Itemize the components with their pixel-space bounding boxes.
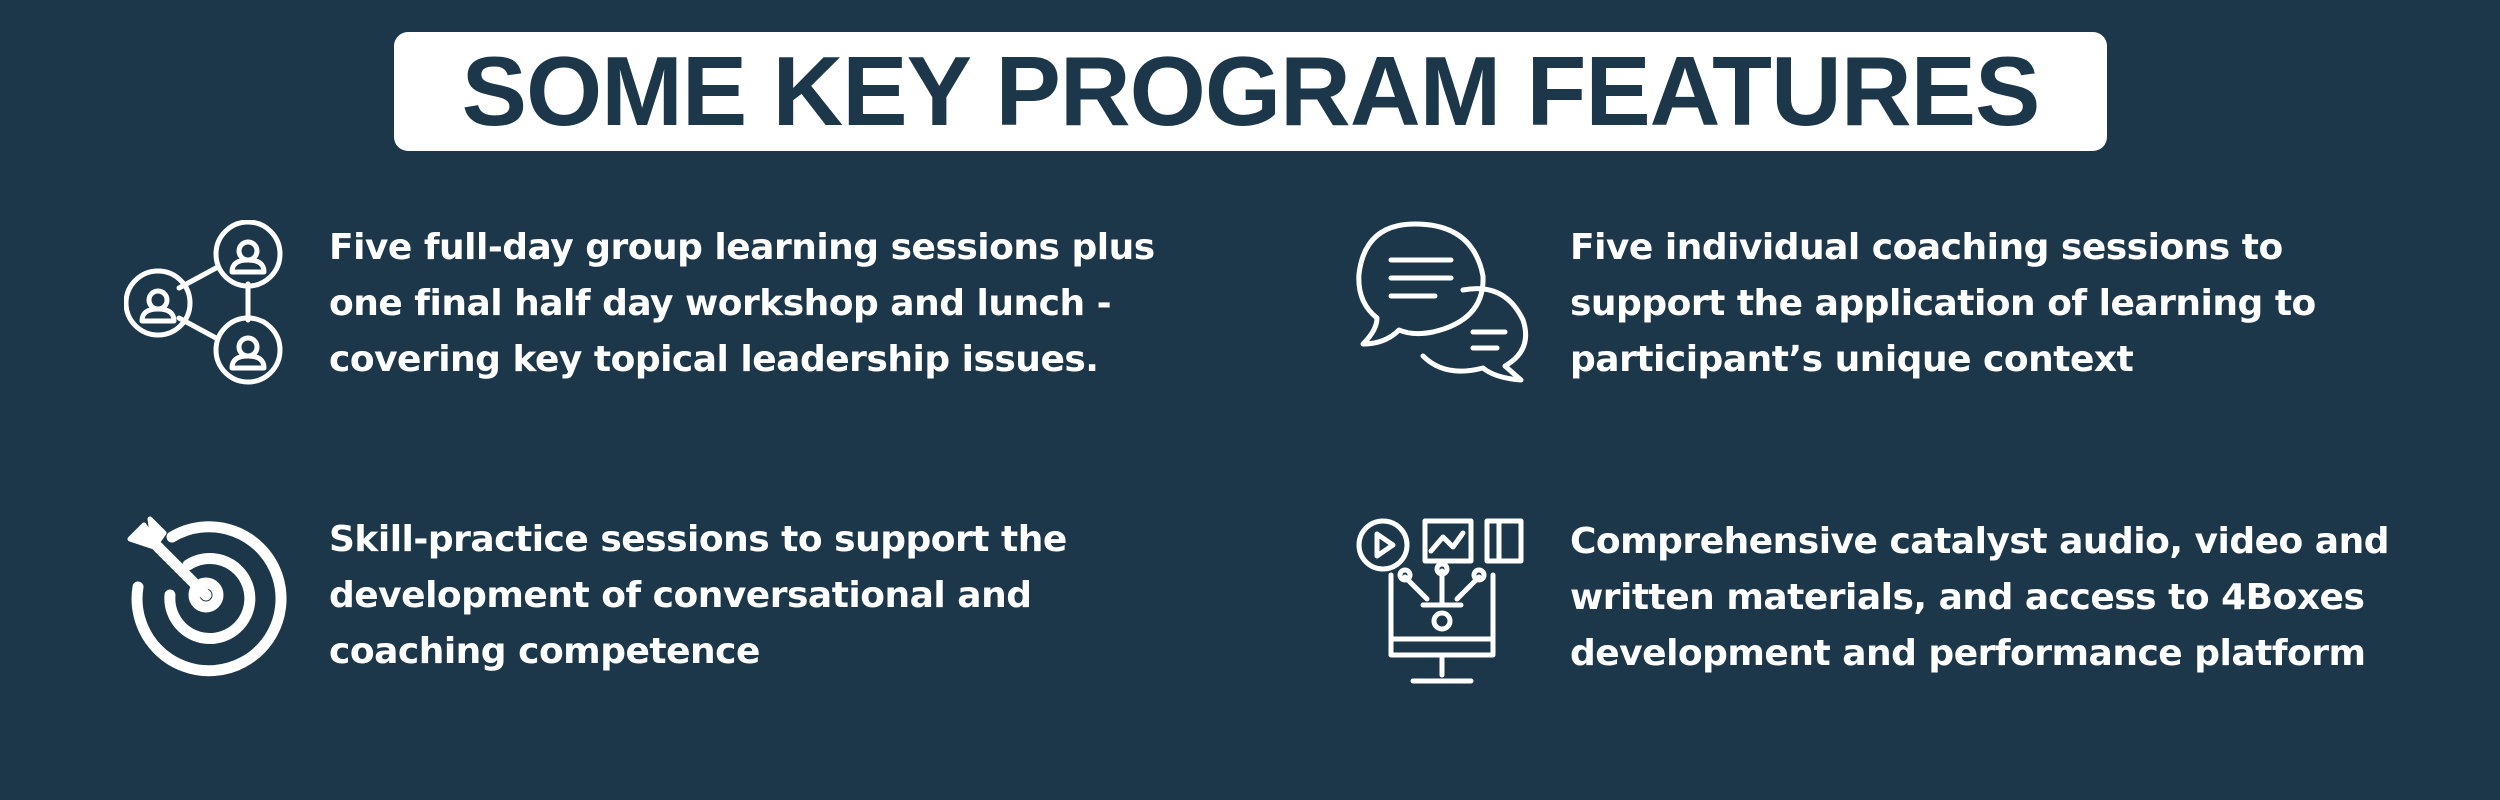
feature-line: development of conversational and [329,575,1032,616]
feature-materials-text: Comprehensive catalyst audio, video and … [1570,514,2390,682]
feature-line: Comprehensive catalyst audio, video and [1570,521,2390,562]
feature-group-sessions-text: Five full-day group learning sessions pl… [329,220,1155,388]
network-people-icon [124,220,289,385]
media-computer-icon [1355,515,1530,690]
feature-skill-practice-text: Skill-practice sessions to support the d… [329,512,1067,680]
feature-line: one final half day workshop and lunch - [329,283,1112,324]
feature-coaching-sessions-text: Five individual coaching sessions to sup… [1570,220,2316,388]
feature-line: Five full-day group learning sessions pl… [329,227,1155,268]
feature-line: Five individual coaching sessions to [1570,227,2283,268]
feature-line: development and performance platform [1570,633,2366,674]
feature-line: written materials, and access to 4Boxes [1570,577,2365,618]
feature-line: covering key topical leadership issues. [329,339,1099,380]
feature-line: support the application of learning to [1570,283,2316,324]
title-banner: SOME KEY PROGRAM FEATURES [394,32,2107,151]
page-title: SOME KEY PROGRAM FEATURES [461,36,2041,146]
target-dart-icon [124,513,289,678]
chat-bubbles-icon [1355,220,1530,385]
feature-line: Skill-practice sessions to support the [329,519,1067,560]
feature-line: coaching competence [329,631,760,672]
feature-line: participant’s unique context [1570,339,2134,380]
